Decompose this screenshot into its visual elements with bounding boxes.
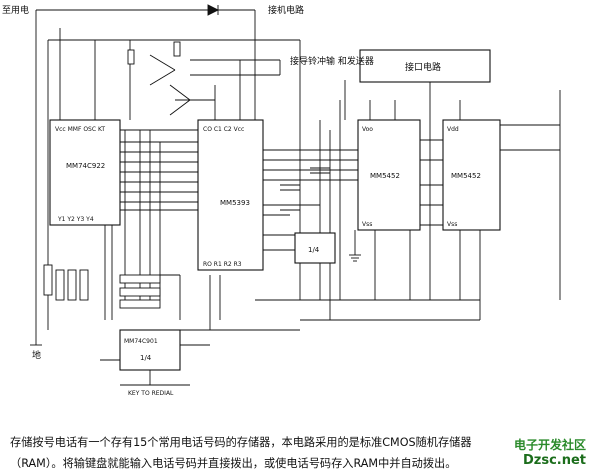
encoder-pins-bottom: Y1 Y2 Y3 Y4: [57, 216, 94, 223]
ram-b-pin-bottom: Vss: [447, 221, 457, 228]
bottom-chip: [119, 329, 181, 371]
caption: 存储按号电话有一个存有15个常用电话号码的存储器，本电路采用的是标准CMOS随机…: [10, 432, 585, 474]
ram-chip-a: [357, 119, 421, 231]
ram-chip-b: [442, 119, 501, 231]
bottom-chip-sub: 1/4: [140, 354, 152, 362]
interface-label: 接口电路: [405, 61, 441, 73]
caption-line-1: 存储按号电话有一个存有15个常用电话号码的存储器，本电路采用的是标准CMOS随机…: [10, 436, 472, 449]
caption-line-2: （RAM）。将输键盘就能输入电话号码并直接拨出，或使电话号码存入RAM中并自动拨…: [10, 457, 457, 470]
bell-label-line1: 接导铃冲输 和发送器: [290, 55, 374, 67]
watermark-line-1: 电子开发社区: [513, 438, 586, 452]
circuit-schematic: 至用电 接机电路 接导铃冲输 和发送器 接口电路 Vcc MMF OSC KT …: [2, 4, 561, 397]
small-gate-label: 1/4: [308, 246, 320, 254]
site-watermark: 电子开发社区 Dzsc.net: [514, 436, 586, 468]
ram-a-pin-bottom: Vss: [362, 221, 372, 228]
ram-a-pin-top: Voo: [362, 126, 373, 133]
dialer-pins-top: CO C1 C2 Vcc: [203, 126, 244, 133]
ram-a-name: MM5452: [370, 172, 400, 180]
ram-b-name: MM5452: [451, 172, 481, 180]
encoder-chip: [49, 119, 121, 226]
ram-b-pin-top: Vdd: [447, 126, 459, 133]
dialer-chip: [197, 119, 264, 271]
small-gate-box: [294, 232, 336, 264]
dialer-name: MM5393: [220, 199, 250, 207]
dialer-pins-bottom: RO R1 R2 R3: [203, 261, 242, 268]
encoder-pins-top: Vcc MMF OSC KT: [55, 126, 105, 133]
redial-label: KEY TO REDIAL: [128, 390, 174, 397]
interface-box: [359, 49, 491, 83]
handset-label: 接机电路: [268, 4, 304, 16]
watermark-line-2: Dzsc.net: [522, 453, 586, 468]
bottom-chip-name: MM74C901: [124, 338, 158, 345]
bell-label: 接导铃冲输 和发送器: [290, 55, 374, 67]
power-in-label: 至用电: [2, 4, 29, 16]
encoder-name: MM74C922: [66, 162, 105, 170]
ground-label: 地: [32, 349, 41, 361]
